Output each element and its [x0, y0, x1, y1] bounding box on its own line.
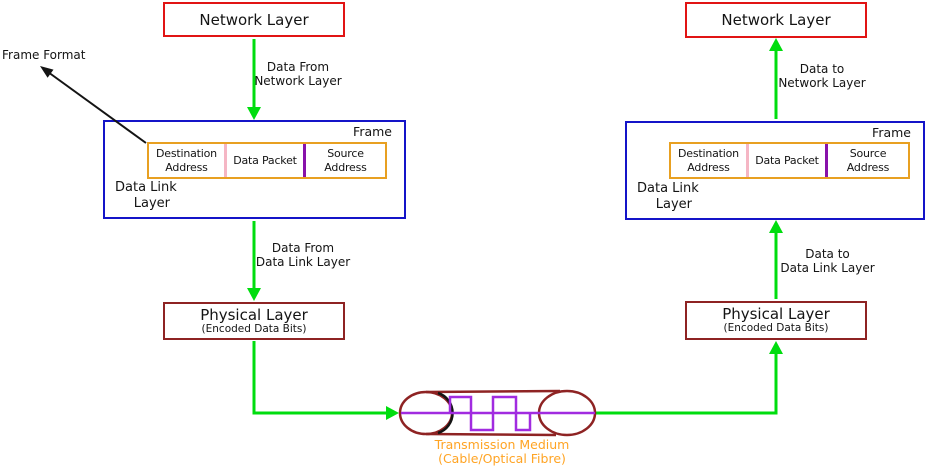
- receiver-data-link-layer-box: Frame Destination Address Data Packet So…: [625, 121, 925, 220]
- frame-cell-source-address: Source Address: [324, 147, 367, 174]
- sender-network-layer-box: Network Layer: [163, 2, 345, 37]
- flow-label-line: Data From: [271, 241, 335, 255]
- receiver-network-layer-box: Network Layer: [685, 2, 867, 38]
- frame-cell-destination-address: Destination Address: [156, 147, 217, 174]
- data-link-layer-label-line: Data Link: [637, 181, 699, 196]
- flow-label-line: Data From: [266, 60, 330, 74]
- cylinder-left-end: [398, 390, 454, 436]
- frame-divider-purple: [825, 144, 828, 177]
- arrowhead-up-icon: [769, 38, 783, 51]
- sender-flow-network-to-dll-label: Data From Network Layer: [252, 60, 344, 88]
- arrowhead-right-icon: [386, 406, 399, 420]
- flow-label-line: Data Link Layer: [255, 255, 351, 269]
- physical-layer-title: Physical Layer: [722, 305, 830, 324]
- frame-label: Frame: [872, 125, 911, 140]
- transmission-medium-cylinder: [398, 389, 597, 437]
- encoded-signal-square-wave: [448, 395, 532, 432]
- data-link-layer-label: Data Link Layer: [637, 181, 699, 213]
- physical-layer-subtitle: (Encoded Data Bits): [723, 322, 829, 335]
- cylinder-right-end: [537, 389, 597, 437]
- receiver-flow-dll-to-network-label: Data to Network Layer: [777, 62, 867, 90]
- frame-divider-pink: [224, 144, 227, 177]
- frame-divider-purple: [303, 144, 306, 177]
- frame-format-label: Frame Format: [2, 48, 86, 62]
- arrowhead-up-icon: [769, 220, 783, 233]
- frame-strip: Destination Address Data Packet Source A…: [669, 142, 910, 179]
- data-link-layer-label-line: Data Link: [115, 180, 177, 195]
- data-link-layer-label: Data Link Layer: [115, 180, 177, 212]
- flow-label-line: Data Link Layer: [780, 261, 875, 275]
- transmission-medium-label-line: Transmission Medium: [434, 437, 570, 452]
- flow-label-line: Network Layer: [778, 76, 866, 90]
- data-link-layer-label-line: Layer: [133, 196, 171, 211]
- cylinder-top-edge: [425, 389, 561, 394]
- frame-strip: Destination Address Data Packet Source A…: [147, 142, 387, 179]
- data-link-layer-label-line: Layer: [655, 197, 693, 212]
- frame-cell-data-packet: Data Packet: [233, 153, 297, 167]
- arrowhead-down-icon: [247, 288, 261, 301]
- frame-cell-destination-address: Destination Address: [678, 147, 739, 174]
- flow-line-medium-to-receiver-physical: [596, 353, 778, 415]
- cylinder-bottom-edge: [425, 432, 557, 437]
- flow-label-line: Network Layer: [254, 74, 342, 88]
- arrowhead-down-icon: [247, 107, 261, 120]
- sender-physical-layer-box: Physical Layer (Encoded Data Bits): [163, 302, 345, 340]
- frame-cell-data-packet: Data Packet: [755, 153, 819, 167]
- arrowhead-up-icon: [769, 341, 783, 354]
- receiver-physical-layer-box: Physical Layer (Encoded Data Bits): [685, 301, 867, 340]
- receiver-flow-physical-to-dll-label: Data to Data Link Layer: [780, 247, 875, 275]
- cylinder-end-cap-arc: [437, 391, 454, 435]
- frame-label: Frame: [353, 124, 392, 139]
- physical-layer-title: Physical Layer: [200, 305, 308, 324]
- flow-line-sender-physical-to-medium: [252, 341, 387, 415]
- physical-layer-subtitle: (Encoded Data Bits): [201, 322, 307, 335]
- arrowhead-up-left-icon: [40, 66, 54, 78]
- flow-label-line: Data to: [805, 247, 850, 261]
- transmission-medium-label-line: (Cable/Optical Fibre): [438, 451, 566, 466]
- sender-flow-dll-to-physical-label: Data From Data Link Layer: [252, 241, 354, 269]
- frame-cell-source-address: Source Address: [846, 147, 890, 174]
- sender-data-link-layer-box: Frame Destination Address Data Packet So…: [103, 120, 406, 219]
- frame-divider-pink: [746, 144, 749, 177]
- transmission-medium-label: Transmission Medium (Cable/Optical Fibre…: [410, 438, 594, 466]
- flow-label-line: Data to: [799, 62, 845, 76]
